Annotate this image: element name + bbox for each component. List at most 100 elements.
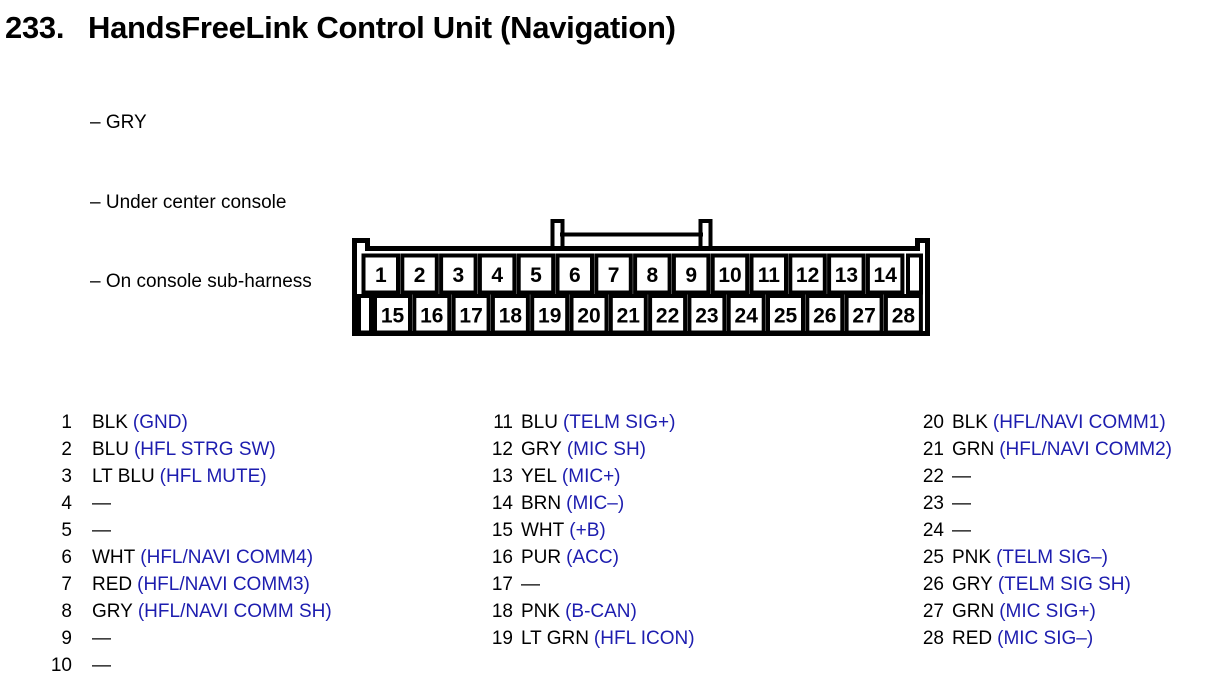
blank-cell-top-right — [906, 253, 923, 295]
pin-cell-21 — [608, 294, 648, 335]
connector-bottom-row: 15 16 17 18 19 20 21 22 23 24 25 26 27 2… — [357, 294, 923, 335]
pin-number: 3 — [61, 466, 72, 487]
pin-row: 5— — [24, 517, 332, 544]
pin-row: 19 LT GRN(HFL ICON) — [456, 625, 695, 652]
pin-cell-number: 22 — [656, 305, 679, 328]
pin-number: 19 — [491, 628, 513, 649]
pin-cell-4 — [477, 253, 517, 295]
note-item: – GRY — [90, 112, 147, 133]
pin-number: 14 — [491, 493, 513, 514]
blank-cell-bottom-left — [357, 294, 373, 335]
wire-color-label: PNK — [952, 547, 992, 568]
page-title: 233. HandsFreeLink Control Unit (Navigat… — [5, 10, 676, 46]
pin-cell-number: 27 — [852, 305, 875, 328]
pin-number: 21 — [922, 439, 944, 460]
pin-number: 4 — [61, 493, 72, 514]
wire-color-label: LT GRN — [521, 628, 589, 649]
pin-cell-8 — [633, 253, 672, 295]
pin-number: 11 — [493, 412, 513, 433]
pin-number: 18 — [491, 601, 513, 622]
pin-number: 5 — [61, 520, 72, 541]
pin-cell-number: 19 — [538, 305, 561, 328]
signal-label: (MIC SIG+) — [999, 601, 1096, 622]
pin-row: 18 PNK(B-CAN) — [456, 598, 695, 625]
pin-cell-number: 26 — [813, 305, 836, 328]
pin-number: 26 — [922, 574, 944, 595]
pin-cell-number: 12 — [796, 264, 819, 287]
pin-cell-number: 8 — [647, 264, 659, 287]
connector-svg: 1 2 3 4 5 6 7 8 9 10 11 12 13 14 — [352, 219, 930, 336]
pin-number: 15 — [491, 520, 513, 541]
signal-label: (HFL/NAVI COMM2) — [999, 439, 1172, 460]
pin-cell-15 — [373, 294, 412, 335]
connector-notes: – GRY – Under center console – On consol… — [90, 57, 312, 349]
wire-color-label: BLK — [92, 412, 128, 433]
signal-label: (HFL/NAVI COMM4) — [140, 547, 314, 568]
signal-label: (HFL ICON) — [593, 628, 695, 649]
wire-color-label: RED — [92, 574, 133, 595]
pin-row: 9— — [24, 625, 332, 652]
pin-cell-13 — [827, 253, 866, 295]
pin-row: 4— — [24, 490, 332, 517]
signal-label: (GND) — [132, 412, 188, 433]
wire-color-label: GRY — [952, 574, 993, 595]
signal-label: (HFL MUTE) — [159, 466, 267, 487]
pin-cell-20 — [569, 294, 609, 335]
pin-cell-6 — [555, 253, 594, 295]
pin-cell-16 — [412, 294, 452, 335]
signal-label: (HFL/NAVI COMM SH) — [137, 601, 332, 622]
pin-cell-number: 4 — [491, 264, 503, 287]
pin-row: 1 BLK(GND) — [24, 409, 332, 436]
signal-label: (ACC) — [566, 547, 619, 568]
pin-number: 17 — [491, 574, 513, 595]
pin-cell-number: 1 — [375, 264, 387, 287]
pin-cell-number: 25 — [774, 305, 798, 328]
signal-label: (HFL/NAVI COMM1) — [992, 412, 1166, 433]
connector-diagram: 1 2 3 4 5 6 7 8 9 10 11 12 13 14 — [345, 215, 937, 340]
wire-color-label: — — [92, 520, 111, 541]
wire-color-label: — — [952, 493, 971, 514]
connector-top-row: 1 2 3 4 5 6 7 8 9 10 11 12 13 14 — [361, 253, 923, 295]
wire-color-label: GRY — [521, 439, 562, 460]
wire-color-label: PNK — [521, 601, 561, 622]
pin-cell-number: 15 — [381, 305, 405, 328]
pin-cell-10 — [710, 253, 750, 295]
pin-number: 23 — [922, 493, 944, 514]
pin-row: 24— — [887, 517, 1172, 544]
pin-cell-number: 21 — [617, 305, 641, 328]
pin-cell-26 — [805, 294, 845, 335]
pin-cell-3 — [439, 253, 478, 295]
wire-color-label: BRN — [521, 493, 562, 514]
signal-label: (HFL STRG SW) — [133, 439, 276, 460]
pin-number: 1 — [61, 412, 72, 433]
pin-cell-22 — [648, 294, 688, 335]
pin-cell-number: 17 — [459, 305, 482, 328]
note-item: – On console sub-harness — [90, 271, 312, 292]
pin-number: 22 — [922, 466, 944, 487]
pin-cell-18 — [490, 294, 530, 335]
pin-number: 2 — [61, 439, 72, 460]
signal-label: (MIC SIG–) — [997, 628, 1094, 649]
pin-number: 24 — [922, 520, 944, 541]
pin-cell-23 — [687, 294, 727, 335]
pin-cell-9 — [671, 253, 711, 295]
pin-number: 13 — [491, 466, 513, 487]
pin-row: 10— — [24, 652, 332, 679]
signal-label: (B-CAN) — [565, 601, 637, 622]
pin-cell-28 — [883, 294, 923, 335]
pin-number: 12 — [491, 439, 513, 460]
signal-label: (TELM SIG–) — [996, 547, 1108, 568]
